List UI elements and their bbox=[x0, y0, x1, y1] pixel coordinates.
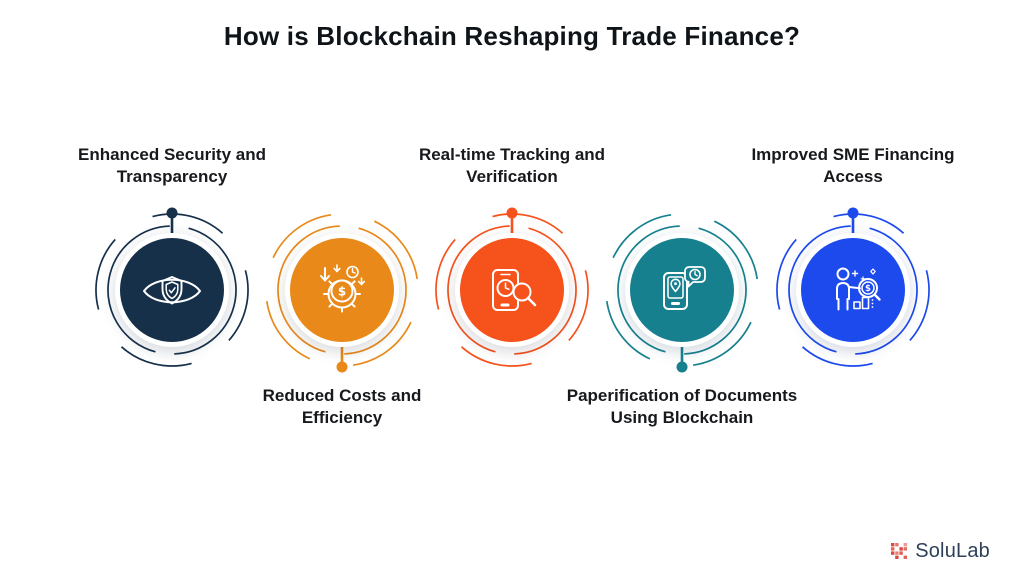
item-sme-financing: Improved SME Financing Access $ bbox=[743, 140, 963, 440]
phone-clock-magnifier-icon bbox=[492, 269, 537, 311]
page-title: How is Blockchain Reshaping Trade Financ… bbox=[223, 21, 801, 51]
decor-ring-inner bbox=[107, 225, 237, 355]
decor-ring-inner bbox=[277, 225, 407, 355]
label-line: Using Blockchain bbox=[610, 408, 754, 427]
connector-dot bbox=[166, 207, 178, 219]
feature-graphic: $ bbox=[265, 213, 419, 373]
label-line: Paperification of Documents bbox=[566, 386, 798, 405]
phone-pin-chat-icon bbox=[663, 266, 706, 310]
dollar-glyph: $ bbox=[338, 284, 346, 298]
label-line: Efficiency bbox=[301, 408, 383, 427]
person-financing-icon: $ bbox=[836, 267, 881, 311]
brand-name: SoluLab bbox=[915, 540, 990, 562]
connector-dot bbox=[336, 361, 348, 373]
circle-disc bbox=[801, 238, 905, 342]
label-line: Transparency bbox=[116, 167, 228, 186]
feature-label: Enhanced Security and Transparency bbox=[62, 144, 282, 188]
circle-disc bbox=[460, 238, 564, 342]
decor-ring-inner bbox=[447, 225, 577, 355]
label-line: Verification bbox=[466, 167, 558, 186]
feature-graphic: $ bbox=[776, 207, 930, 367]
label-line: Improved SME Financing bbox=[751, 145, 955, 164]
item-enhanced-security: Enhanced Security and Transparency bbox=[62, 140, 282, 440]
solulab-logo-icon bbox=[891, 542, 908, 559]
connector-dot bbox=[847, 207, 859, 219]
feature-label: Improved SME Financing Access bbox=[743, 144, 963, 188]
connector-dot bbox=[676, 361, 688, 373]
circle-disc bbox=[630, 238, 734, 342]
feature-graphic bbox=[605, 213, 759, 373]
feature-label: Paperification of Documents Using Blockc… bbox=[550, 385, 814, 429]
circle-disc bbox=[120, 238, 224, 342]
gear-coin-reduction-icon: $ bbox=[320, 264, 366, 313]
brand-solulab: SoluLab bbox=[891, 540, 990, 563]
item-reduced-costs: $ Reduced Costs and Efficiency bbox=[232, 140, 452, 440]
label-line: Access bbox=[823, 167, 883, 186]
label-line: Reduced Costs and bbox=[262, 386, 422, 405]
feature-graphic bbox=[95, 207, 249, 367]
label-line: Real-time Tracking and bbox=[418, 145, 606, 164]
item-realtime-tracking: Real-time Tracking and Verification bbox=[402, 140, 622, 440]
dollar-glyph: $ bbox=[865, 284, 871, 294]
connector-dot bbox=[506, 207, 518, 219]
item-paperification: Paperification of Documents Using Blockc… bbox=[567, 140, 797, 440]
label-line: Enhanced Security and bbox=[78, 145, 266, 164]
eye-shield-icon bbox=[143, 276, 201, 305]
feature-label: Real-time Tracking and Verification bbox=[402, 144, 622, 188]
feature-label: Reduced Costs and Efficiency bbox=[232, 385, 452, 429]
feature-graphic bbox=[435, 207, 589, 367]
